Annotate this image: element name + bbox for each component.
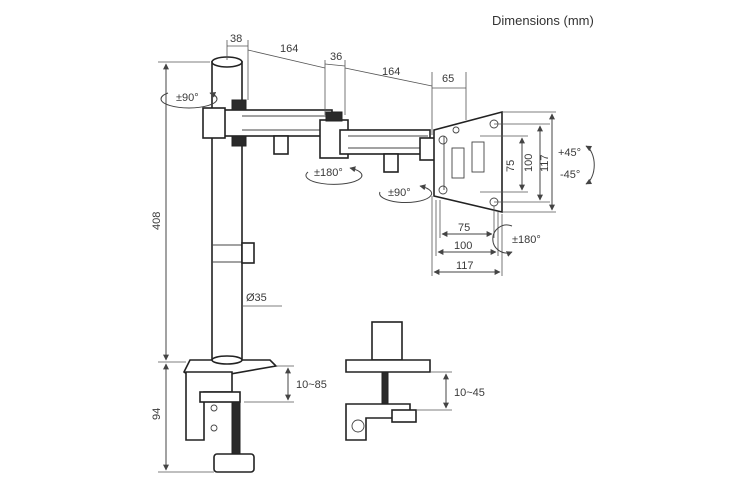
diagram-title: Dimensions (mm) xyxy=(492,13,594,28)
side-top-plate xyxy=(345,359,431,373)
dim-164-fore: 164 xyxy=(382,66,400,78)
side-pole-stub xyxy=(371,321,403,361)
dim-vesa-h117: 117 xyxy=(456,260,474,272)
rotation-tilt-down-label: -45° xyxy=(560,169,580,181)
forearm xyxy=(339,129,431,155)
dim-vesa-v75: 75 xyxy=(505,160,517,172)
joint-bolt-bottom xyxy=(231,135,247,147)
dimension-lines xyxy=(158,40,556,473)
dim-65: 65 xyxy=(442,73,454,85)
clamp-screw xyxy=(231,401,241,457)
dim-clamp-range-a: 10~85 xyxy=(296,379,327,391)
dim-164-upper: 164 xyxy=(280,43,298,55)
tilt-arrow xyxy=(585,145,595,185)
upper-arm xyxy=(211,109,333,137)
elbow-bolt xyxy=(325,111,343,122)
dim-clamp-range-b: 10~45 xyxy=(454,387,485,399)
rotate-head-arrow xyxy=(379,184,433,204)
rotate-pole-arrow xyxy=(160,92,218,109)
dim-408: 408 xyxy=(151,212,163,230)
dim-vesa-v100: 100 xyxy=(523,154,535,172)
clamp-knob xyxy=(213,453,255,473)
rotate-plate-arrow xyxy=(492,224,513,257)
dim-vesa-h100: 100 xyxy=(454,240,472,252)
dim-vesa-h75: 75 xyxy=(458,222,470,234)
rotation-head-label: ±90° xyxy=(388,187,411,199)
rotation-plate-label: ±180° xyxy=(512,234,541,246)
dim-38: 38 xyxy=(230,33,242,45)
dim-94: 94 xyxy=(151,408,163,420)
cable-clip xyxy=(241,242,255,264)
pole-joint xyxy=(202,107,226,139)
rotation-pole-label: ±90° xyxy=(176,92,199,104)
clamp-jaw xyxy=(199,391,241,403)
rotate-elbow-arrow xyxy=(305,166,363,185)
desk-clamp xyxy=(182,355,278,473)
side-clamp xyxy=(345,321,431,441)
arm-cable-clip-1 xyxy=(273,135,289,155)
dim-pole-diameter: Ø35 xyxy=(246,292,267,304)
rotation-arrows xyxy=(160,92,595,257)
arm-cable-clip-2 xyxy=(383,153,399,173)
dim-36: 36 xyxy=(330,51,342,63)
rotation-elbow-label: ±180° xyxy=(314,167,343,179)
vesa-plate xyxy=(433,110,503,214)
joint-bolt-top xyxy=(231,99,247,111)
rotation-tilt-up-label: +45° xyxy=(558,147,581,159)
side-jaw xyxy=(391,409,417,423)
dim-vesa-v117: 117 xyxy=(539,154,551,172)
clamp-body xyxy=(185,371,233,441)
